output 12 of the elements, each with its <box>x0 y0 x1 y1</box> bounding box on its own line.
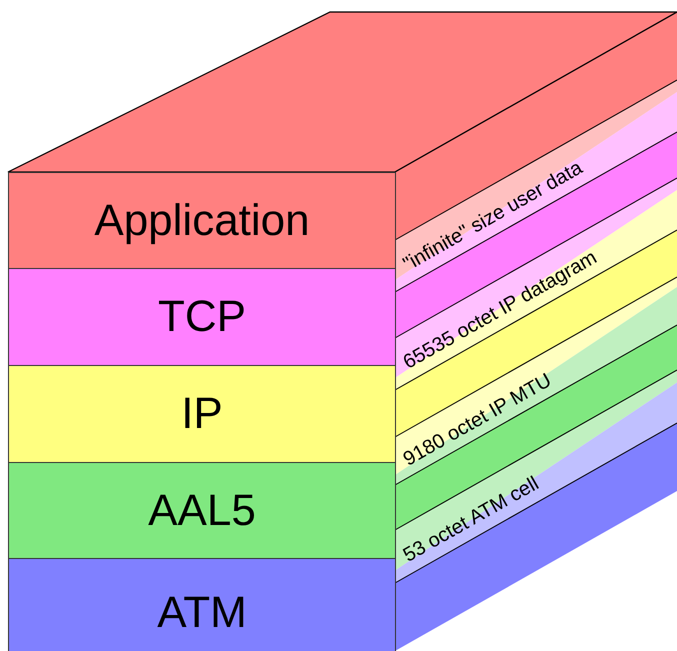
protocol-layer-box <box>8 365 396 463</box>
layer-name: TCP <box>158 295 246 339</box>
data-unit-size-label: 9180 octet IP MTU <box>398 368 556 472</box>
protocol-layer-box <box>8 268 396 366</box>
layer-name: IP <box>181 392 223 436</box>
protocol-layer-box <box>8 462 396 559</box>
layer-name: Application <box>94 198 310 242</box>
layer-name: ATM <box>157 591 247 635</box>
layer-name: AAL5 <box>148 488 256 532</box>
data-unit-size-label: 53 octet ATM cell <box>398 470 544 568</box>
protocol-layer-box <box>8 558 396 651</box>
protocol-layer-box <box>8 172 396 269</box>
